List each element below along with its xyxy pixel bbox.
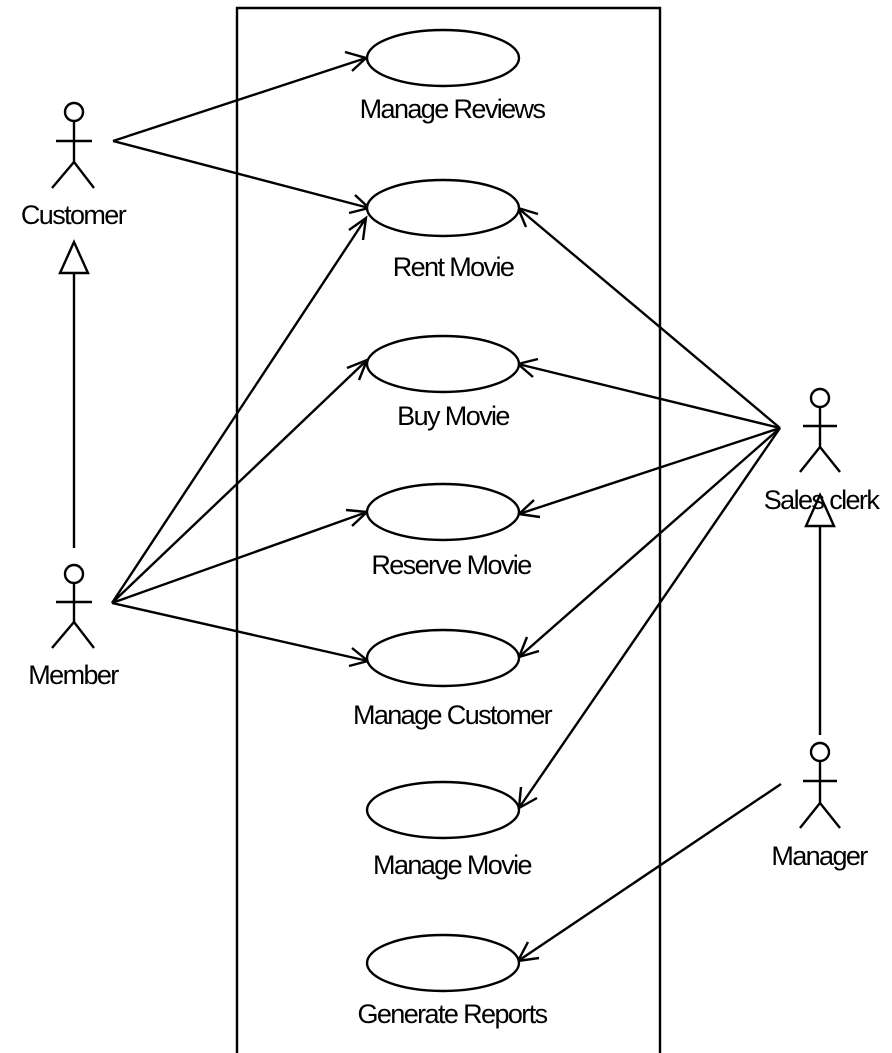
assoc-member-rent-movie bbox=[110, 215, 368, 604]
assoc-salesclerk-reserve-movie bbox=[516, 426, 781, 519]
use-case-label: Rent Movie bbox=[393, 252, 514, 282]
use-case-ellipse bbox=[365, 628, 521, 688]
actor-label: Manager bbox=[771, 841, 868, 871]
generalization-manager-salesclerk bbox=[804, 492, 836, 735]
use-case-manage-customer[interactable]: Manage Customer bbox=[353, 628, 554, 730]
generalization-arrowhead bbox=[58, 239, 90, 275]
use-case-ellipse bbox=[365, 482, 521, 542]
actor-label: Member bbox=[28, 660, 119, 690]
actor-label: Sales clerk bbox=[764, 485, 881, 515]
use-case-reserve-movie[interactable]: Reserve Movie bbox=[365, 482, 533, 580]
use-case-generate-reports[interactable]: Generate Reports bbox=[357, 933, 549, 1029]
actor-label: Customer bbox=[21, 200, 127, 230]
assoc-salesclerk-manage-customer bbox=[516, 427, 781, 659]
use-case-buy-movie[interactable]: Buy Movie bbox=[365, 334, 521, 431]
generalizations bbox=[58, 239, 836, 735]
actor-sales-clerk[interactable]: Sales clerk bbox=[764, 387, 882, 515]
use-case-manage-reviews[interactable]: Manage Reviews bbox=[360, 28, 547, 124]
assoc-customer-rent-movie bbox=[112, 139, 372, 215]
use-case-label: Manage Reviews bbox=[360, 94, 546, 124]
use-case-ellipse bbox=[365, 933, 521, 993]
generalization-arrowhead bbox=[804, 492, 836, 528]
actor-manager[interactable]: Manager bbox=[771, 741, 870, 871]
stick-figure-icon bbox=[51, 101, 95, 189]
generalization-member-customer bbox=[58, 239, 90, 548]
system-boundary bbox=[235, 6, 662, 1053]
use-case-label: Reserve Movie bbox=[371, 550, 531, 580]
assoc-customer-manage-reviews bbox=[112, 50, 369, 143]
assoc-member-manage-customer bbox=[111, 601, 371, 668]
use-case-ellipse bbox=[365, 28, 521, 88]
use-case-manage-movie[interactable]: Manage Movie bbox=[365, 780, 533, 880]
assoc-manager-generate-reports bbox=[515, 783, 782, 963]
use-case-ellipse bbox=[365, 178, 521, 238]
stick-figure-icon bbox=[799, 387, 841, 473]
assoc-member-buy-movie bbox=[111, 357, 370, 604]
actor-member[interactable]: Member bbox=[28, 563, 121, 690]
use-case-rent-movie[interactable]: Rent Movie bbox=[365, 178, 521, 282]
use-case-ellipse bbox=[365, 780, 521, 840]
use-case-label: Manage Customer bbox=[353, 700, 553, 730]
stick-figure-icon bbox=[799, 741, 841, 829]
assoc-member-reserve-movie bbox=[111, 508, 370, 605]
actor-customer[interactable]: Customer bbox=[21, 101, 128, 230]
use-case-label: Generate Reports bbox=[357, 999, 547, 1029]
stick-figure-icon bbox=[51, 563, 95, 649]
use-case-ellipse bbox=[365, 334, 521, 394]
assoc-salesclerk-manage-movie bbox=[517, 427, 781, 811]
use-case-label: Buy Movie bbox=[397, 401, 509, 431]
use-case-label: Manage Movie bbox=[373, 850, 531, 880]
